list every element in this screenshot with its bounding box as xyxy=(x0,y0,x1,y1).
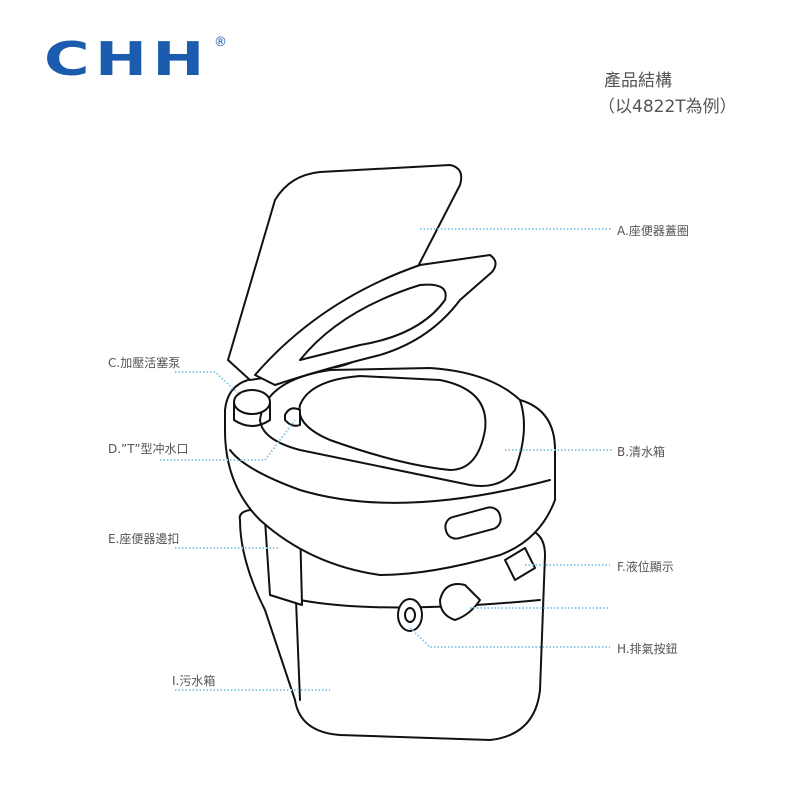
page-title: 產品結構 （以4822T為例） xyxy=(598,68,737,120)
handle-slot xyxy=(444,506,502,540)
brand-name: CHH xyxy=(44,32,210,86)
title-line-1: 產品結構 xyxy=(604,71,672,91)
label-seat-lid-ring: A.座便器蓋圈 xyxy=(617,224,689,238)
t-flush-outlet xyxy=(284,407,301,427)
label-t-flush-outlet: D.”T”型冲水口 xyxy=(108,442,189,456)
leader-lines xyxy=(160,228,612,691)
seat-ring xyxy=(254,254,497,386)
label-vent-button: H.排氣按鈕 xyxy=(617,642,678,656)
registered-mark: ® xyxy=(214,35,227,50)
bowl-opening xyxy=(298,375,487,471)
level-indicator xyxy=(504,547,536,581)
leader-h xyxy=(409,627,610,648)
chh-logo: CHH ® xyxy=(44,34,244,84)
vent-button xyxy=(439,583,481,621)
leader-c xyxy=(175,371,241,396)
label-seat-clamp: E.座便器邊扣 xyxy=(108,532,180,546)
piston-pump xyxy=(233,389,271,415)
label-piston-pump: C.加壓活塞泵 xyxy=(108,356,181,370)
label-level-indicator: F.液位顯示 xyxy=(617,560,674,574)
title-line-2: （以4822T為例） xyxy=(598,97,737,117)
label-waste-tank: I.污水箱 xyxy=(172,674,216,688)
label-fresh-water-tank: B.清水箱 xyxy=(617,445,666,459)
leader-d xyxy=(160,419,296,461)
